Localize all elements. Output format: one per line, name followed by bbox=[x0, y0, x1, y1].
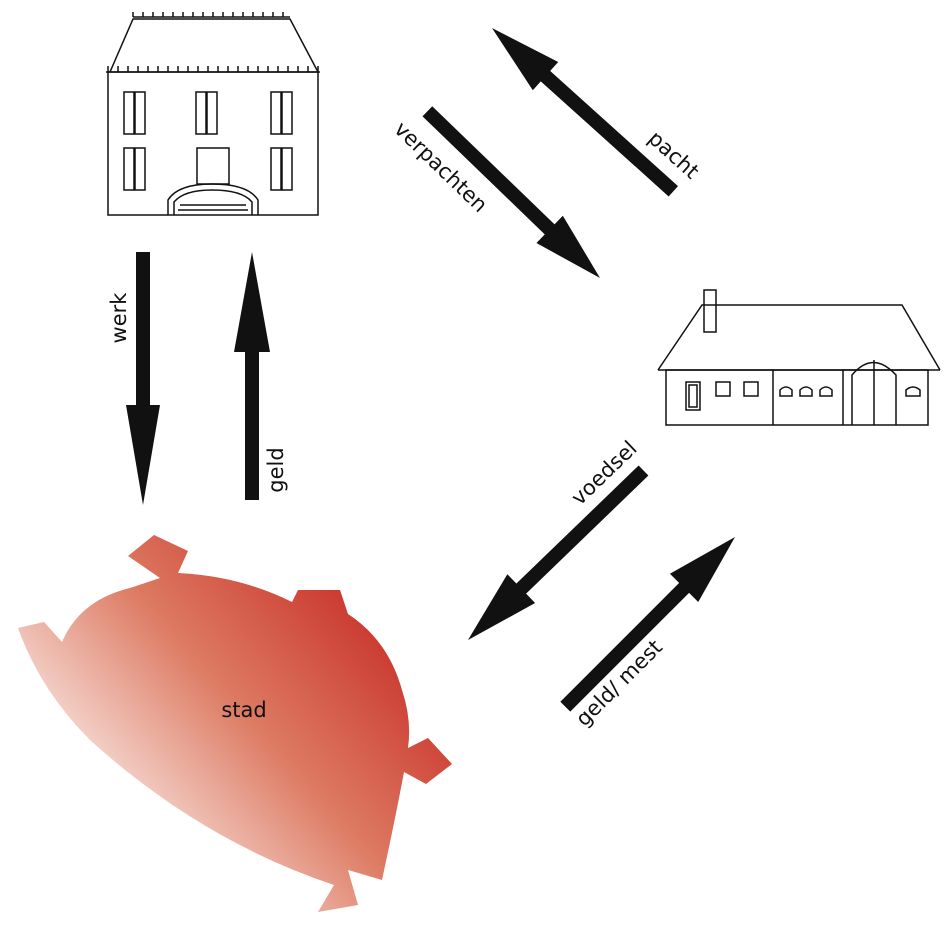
label-werk: werk bbox=[107, 292, 131, 344]
manor-house-icon bbox=[106, 12, 320, 215]
arrow-geld-mest bbox=[551, 523, 749, 721]
arrow-voedsel bbox=[454, 456, 657, 654]
arrow-verpachten bbox=[414, 98, 613, 292]
city-shape: stad bbox=[18, 535, 452, 912]
label-geld: geld bbox=[264, 447, 288, 492]
arrow-werk bbox=[126, 252, 160, 505]
label-voedsel: voedsel bbox=[567, 436, 642, 510]
arrow-pacht bbox=[479, 14, 686, 206]
farmhouse-icon bbox=[658, 290, 940, 425]
city-label: stad bbox=[221, 698, 266, 722]
